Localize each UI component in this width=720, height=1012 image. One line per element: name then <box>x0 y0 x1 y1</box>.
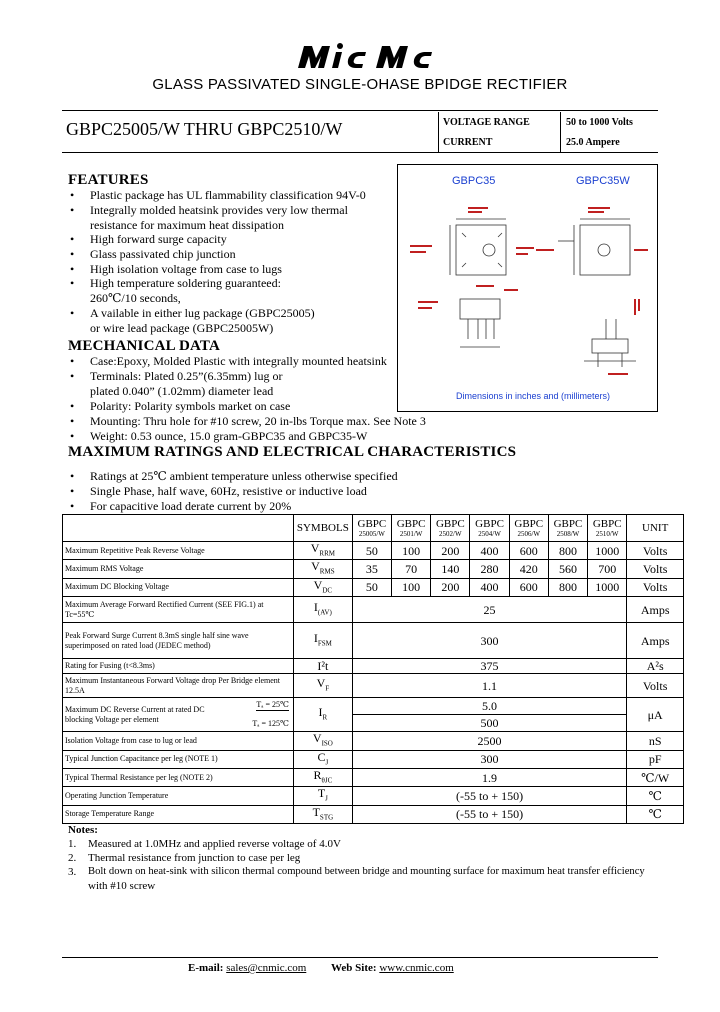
email-label: E-mail: <box>188 962 224 974</box>
table-row: Storage Temperature Range TSTG (-55 to +… <box>62 804 684 825</box>
table-row: Rating for Fusing (t<8.3ms) I²t 375 A²s <box>62 658 684 675</box>
header-unit: UNIT <box>626 514 684 542</box>
table-row: Maximum Repetitive Peak Reverse Voltage … <box>62 540 684 561</box>
website-link[interactable]: www.cnmic.com <box>379 962 454 974</box>
header-blank <box>62 514 294 542</box>
top-rule <box>62 110 658 111</box>
spec-rule <box>62 152 658 153</box>
diagram-left-title: GBPC35 <box>452 175 496 187</box>
ratings-title: MAXIMUM RATINGS AND ELECTRICAL CHARACTER… <box>68 444 517 460</box>
table-row: Operating Junction Temperature TJ (-55 t… <box>62 786 684 806</box>
table-row: Peak Forward Surge Current 8.3mS single … <box>62 622 684 660</box>
notes-title: Notes: <box>68 824 98 836</box>
notes-list: 1.Measured at 1.0MHz and applied reverse… <box>68 838 645 892</box>
table-row: Typical Thermal Resistance per leg (NOTE… <box>62 767 684 788</box>
model-title: GBPC25005/W THRU GBPC2510/W <box>66 119 343 139</box>
spec-voltage-value: 50 to 1000 Volts <box>566 117 633 128</box>
table-row: Isolation Voltage from case to lug or le… <box>62 731 684 751</box>
spec-current-label: CURRENT <box>443 137 493 148</box>
spec-divider-right <box>560 112 561 152</box>
list-item: 2.Thermal resistance from junction to ca… <box>68 852 301 864</box>
diagram-caption: Dimensions in inches and (millimeters) <box>456 391 611 401</box>
diagram-right-title: GBPC35W <box>576 175 630 187</box>
company-logo <box>298 43 432 68</box>
table-row: Typical Junction Capacitance per leg (NO… <box>62 749 684 769</box>
list-item: 3.Bolt down on heat-sink with silicon th… <box>68 866 645 878</box>
list-item: 1.Measured at 1.0MHz and applied reverse… <box>68 838 341 850</box>
header-symbols: SYMBOLS <box>292 514 353 542</box>
headline: GLASS PASSIVATED SINGLE-OHASE BPIDGE REC… <box>152 76 568 93</box>
footer: E-mail: sales@cnmic.com Web Site: www.cn… <box>188 962 454 974</box>
spec-divider-left <box>438 112 439 152</box>
features-list: •Plastic package has UL flammability cla… <box>70 188 366 335</box>
ratings-list: •Ratings at 25℃ ambient temperature unle… <box>70 469 398 513</box>
mechanical-list: •Case:Epoxy, Molded Plastic with integra… <box>70 354 426 443</box>
spec-voltage-label: VOLTAGE RANGE <box>443 117 530 128</box>
spec-current-value: 25.0 Ampere <box>566 137 620 148</box>
table-row: Maximum Average Forward Rectified Curren… <box>62 596 684 624</box>
mechanical-title: MECHANICAL DATA <box>68 338 221 354</box>
table-row: Maximum Instantaneous Forward Voltage dr… <box>62 673 684 699</box>
email-link[interactable]: sales@cnmic.com <box>226 962 307 974</box>
web-label: Web Site: <box>331 962 377 974</box>
footer-rule <box>62 957 658 958</box>
table-row: Maximum DC Reverse Current at rated DC b… <box>62 697 684 733</box>
package-drawing <box>410 207 648 375</box>
dimension-diagram: GBPC35 GBPC35W <box>397 164 658 412</box>
features-title: FEATURES <box>68 172 149 188</box>
